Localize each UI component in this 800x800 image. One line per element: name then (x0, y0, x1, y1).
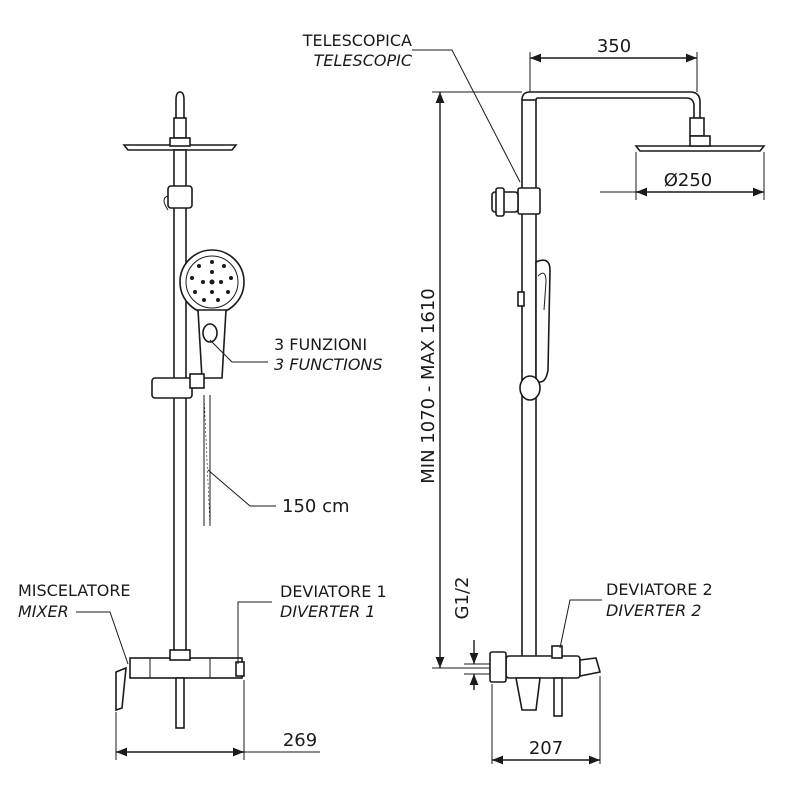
leader-functions (209, 339, 268, 363)
front-head-shower (122, 144, 238, 151)
side-top-arm (521, 91, 701, 118)
label-telescopic-en: TELESCOPIC (314, 51, 413, 70)
dim-mixer-depth: 207 (529, 738, 563, 759)
side-hose-bracket (517, 291, 525, 307)
leader-diverter-1 (237, 601, 272, 664)
diverter-2-knob (551, 645, 563, 659)
hand-shower-nozzles (190, 260, 233, 302)
front-spout-hose (175, 677, 185, 729)
side-slider (519, 375, 541, 401)
label-diverter-1-it: DEVIATORE 1 (280, 582, 387, 601)
side-wall-connector (489, 651, 507, 683)
front-slider (151, 377, 193, 399)
side-hand-shower (535, 259, 551, 383)
front-view (115, 91, 320, 760)
leader-mixer (76, 611, 129, 665)
dim-mixer-width: 269 (283, 730, 317, 751)
front-arm-joint (173, 117, 187, 139)
label-diverter-2-it: DEVIATORE 2 (606, 580, 713, 599)
front-mixer-body (129, 657, 243, 679)
hand-shower-handle (197, 309, 227, 379)
label-functions-it: 3 FUNZIONI (274, 335, 367, 354)
label-mixer-it: MISCELATORE (18, 581, 131, 600)
side-spout-hose (553, 677, 563, 717)
side-head-shower (634, 145, 766, 152)
side-arm-joint (689, 117, 705, 137)
dim-connection: G1/2 (452, 577, 473, 620)
side-view (432, 52, 766, 765)
side-hand-shower-edge (537, 272, 547, 311)
dim-height-range: MIN 1070 - MAX 1610 (418, 288, 439, 483)
dim-head-diameter: Ø250 (664, 170, 713, 191)
side-lever (515, 677, 541, 711)
front-slider-clip (189, 373, 205, 389)
front-collar (167, 185, 193, 209)
label-functions-en: 3 FUNCTIONS (274, 355, 383, 374)
label-diverter-2-en: DIVERTER 2 (606, 601, 701, 620)
label-hose-length: 150 cm (282, 496, 350, 517)
leader-diverter-2 (559, 599, 602, 649)
leader-lines (76, 49, 602, 665)
label-telescopic-it: TELESCOPICA (302, 31, 412, 50)
side-head-connector (689, 135, 711, 147)
hand-shower-face (185, 255, 239, 309)
front-mixer-outlet (169, 649, 191, 661)
label-mixer-en: MIXER (18, 602, 69, 621)
side-collar (517, 187, 541, 215)
dim-arm-reach: 350 (597, 36, 631, 57)
leader-telescopic (412, 49, 521, 183)
diverter-1-knob (235, 661, 245, 677)
leader-hose (207, 469, 276, 507)
front-top-arm (175, 91, 185, 140)
label-diverter-1-en: DIVERTER 1 (280, 602, 375, 621)
side-mixer-body (505, 655, 581, 679)
side-spout (579, 657, 602, 677)
front-head-connector (169, 137, 191, 147)
front-collar-knob (163, 195, 169, 211)
mixer-lever (115, 666, 127, 712)
side-knob-cap (495, 187, 505, 217)
function-button (202, 323, 218, 343)
front-column (173, 149, 187, 661)
shower-hose (203, 394, 211, 527)
